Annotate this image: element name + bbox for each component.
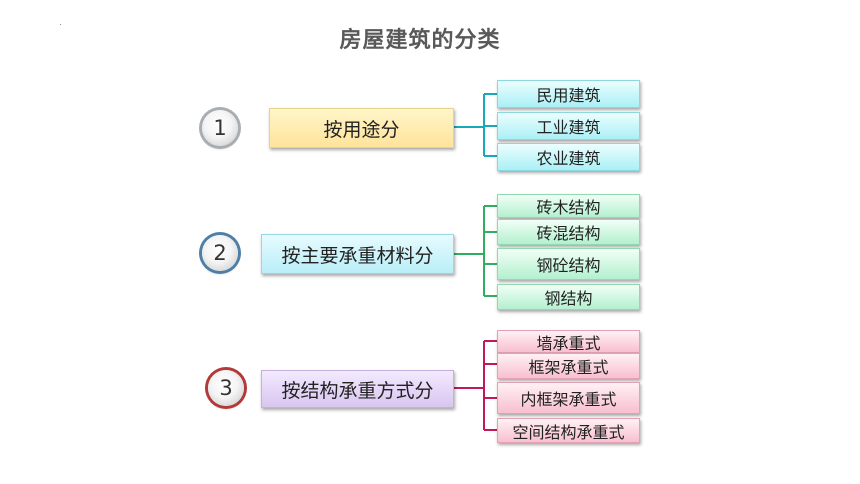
category-by-structure: 按结构承重方式分 xyxy=(261,370,454,408)
page-title: 房屋建筑的分类 xyxy=(339,28,501,53)
group-1-number-badge: 1 xyxy=(202,110,238,146)
leaf-agricultural-building: 农业建筑 xyxy=(497,143,640,171)
connector-group-1 xyxy=(454,93,497,157)
leaf-brick-concrete: 砖混结构 xyxy=(497,219,640,245)
leaf-inner-frame-bearing: 内框架承重式 xyxy=(497,382,640,414)
connector-group-3 xyxy=(454,340,497,431)
group-3-number-badge: 3 xyxy=(208,370,244,406)
leaf-wall-bearing: 墙承重式 xyxy=(497,330,640,353)
leaf-frame-bearing: 框架承重式 xyxy=(497,353,640,379)
decorative-dot xyxy=(60,24,61,25)
leaf-civil-building: 民用建筑 xyxy=(497,80,640,108)
leaf-steel: 钢结构 xyxy=(497,284,640,310)
group-2-number-badge: 2 xyxy=(202,235,238,271)
category-by-use: 按用途分 xyxy=(269,108,454,148)
leaf-industrial-building: 工业建筑 xyxy=(497,112,640,140)
connector-group-2 xyxy=(454,205,497,297)
leaf-spatial-structure-bearing: 空间结构承重式 xyxy=(497,418,640,443)
leaf-brick-wood: 砖木结构 xyxy=(497,194,640,218)
leaf-reinforced-concrete: 钢砼结构 xyxy=(497,248,640,280)
category-by-material: 按主要承重材料分 xyxy=(261,234,454,274)
